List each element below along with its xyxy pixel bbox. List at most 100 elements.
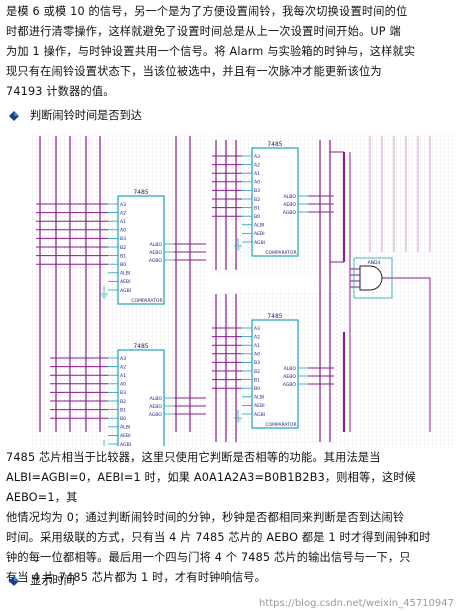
pin-label: B2: [120, 245, 126, 251]
pin-label: AEBO: [149, 404, 162, 410]
pin-label: AGBO: [283, 382, 297, 388]
pin-label: B0: [254, 386, 260, 392]
pin-label: A3: [254, 154, 260, 160]
body-line: 有当 4 片 7485 芯片都为 1 时，才有时钟响信号。: [6, 571, 267, 584]
pin-label: A1: [254, 343, 260, 349]
pin-label: ALBO: [284, 366, 297, 372]
body-line: 他情况均为 0；通过判断闹铃时间的分钟，秒钟是否都相同来判断是否到达闹铃: [6, 511, 405, 524]
intro-line: 为加 1 操作，与时钟设置共用一个信号。将 Alarm 与实验箱的时钟与，这样就…: [6, 45, 416, 58]
pin-label: AEBI: [120, 279, 131, 285]
pin-label: ALBO: [150, 396, 163, 402]
diamond-bullet-icon: [9, 111, 19, 121]
ground-symbol: [234, 238, 242, 251]
chips: 7485COMPARATORA3A2A1A0B3B2B1B0ALBIAEBIAG…: [100, 141, 393, 446]
pin-label: A2: [120, 364, 126, 370]
pin-label: AGBI: [254, 412, 265, 418]
pin-label: ALBI: [120, 425, 130, 431]
chip-name: 7485: [267, 141, 282, 148]
pin-label: AGBI: [120, 288, 131, 294]
pin-label: A2: [254, 334, 260, 340]
pin-label: B3: [254, 360, 260, 366]
chip-name: 7485: [133, 189, 148, 196]
chip-subtitle: COMPARATOR: [265, 422, 296, 428]
pin-label: ALBI: [254, 223, 264, 229]
section-title: 判断闹铃时间是否到达: [30, 109, 142, 122]
comparator-chip: 7485COMPARATORA3A2A1A0B3B2B1B0ALBIAEBIAG…: [100, 189, 174, 305]
gate-label: AND4: [368, 260, 381, 266]
pin-label: AEBO: [283, 202, 296, 208]
pin-label: ALBO: [150, 242, 163, 248]
pin-label: B2: [254, 197, 260, 203]
chip-name: 7485: [267, 313, 282, 320]
pin-label: B3: [120, 236, 126, 242]
pin-label: B0: [254, 214, 260, 220]
gate-body: [359, 265, 383, 291]
pin-label: B1: [120, 407, 126, 413]
watermark: https://blog.csdn.net/weixin_45710947: [258, 598, 454, 609]
pin-label: B0: [120, 262, 126, 268]
chip-body: [117, 349, 165, 446]
pin-label: ALBI: [120, 271, 130, 277]
pin-label: A3: [120, 356, 126, 362]
circuit-schematic: 7485COMPARATORA3A2A1A0B3B2B1B0ALBIAEBIAG…: [32, 135, 453, 446]
intro-line: 现只有在闹铃设置状态下，当该位被选中，并且有一次脉冲才能更新该位为: [6, 65, 382, 78]
and4-gate: AND4: [353, 257, 393, 299]
pin-label: B3: [120, 390, 126, 396]
ground-symbol: [234, 410, 242, 423]
body-line: 钟的每一位都相等。最后用一个四与门将 4 个 7485 芯片的输出信号与一下，只: [6, 551, 411, 564]
body-line: ALBI=AGBI=0，AEBI=1 时，如果 A0A1A2A3=B0B1B2B…: [6, 471, 416, 504]
pin-label: A1: [254, 171, 260, 177]
chip-body: [251, 147, 299, 257]
chip-subtitle: COMPARATOR: [131, 298, 162, 304]
intro-line: 时都进行清零操作，这样就避免了设置时间总是从上一次设置时间开始。UP 端: [6, 25, 401, 38]
pin-label: A0: [254, 180, 260, 186]
pin-label: A1: [120, 219, 126, 225]
pin-label: B1: [254, 377, 260, 383]
pin-label: A0: [254, 352, 260, 358]
pin-label: A2: [254, 162, 260, 168]
intro-line: 是模 6 或模 10 的信号，另一个是为了方便设置闹铃，我每次切换设置时间的位: [6, 5, 408, 18]
pin-label: AGBO: [283, 210, 297, 216]
pin-label: A3: [120, 202, 126, 208]
pin-label: A0: [120, 382, 126, 388]
wires: [36, 136, 431, 442]
comparator-chip: 7485COMPARATORA3A2A1A0B3B2B1B0ALBIAEBIAG…: [103, 343, 174, 446]
gate-frame: [353, 257, 393, 299]
ground-symbol: [100, 286, 108, 299]
section-title: 显示时间: [30, 574, 75, 587]
pin-label: B2: [254, 369, 260, 375]
body-paragraph: 7485 芯片相当于比较器，这里只使用它判断是否相等的功能。其用法是当 ALBI…: [6, 448, 454, 588]
wire: [382, 277, 431, 432]
pin-label: A3: [254, 326, 260, 332]
pin-label: AGBI: [120, 442, 131, 446]
pin-label: AEBI: [254, 403, 265, 409]
pin-label: AEBO: [149, 250, 162, 256]
pin-label: A2: [120, 210, 126, 216]
pin-label: AEBI: [254, 231, 265, 237]
grid-dot-field: [340, 135, 453, 445]
ground-symbol: [103, 440, 105, 446]
pin-label: B0: [120, 416, 126, 422]
section-heading-judge: 判断闹铃时间是否到达: [8, 108, 142, 124]
pin-label: AGBI: [254, 240, 265, 246]
comparator-chip: 7485COMPARATORA3A2A1A0B3B2B1B0ALBIAEBIAG…: [234, 141, 308, 257]
diamond-bullet-icon: [9, 576, 19, 586]
pin-label: B1: [254, 205, 260, 211]
body-line: 时间。采用级联的方式，只有当 4 片 7485 芯片的 AEBO 都是 1 时才…: [6, 531, 431, 544]
intro-paragraph: 是模 6 或模 10 的信号，另一个是为了方便设置闹铃，我每次切换设置时间的位 …: [6, 2, 454, 102]
section-heading-display: 显示时间: [8, 573, 75, 589]
chip-name: 7485: [133, 343, 148, 350]
chip-body: [251, 319, 299, 429]
pin-label: AEBI: [120, 433, 131, 439]
pin-label: AEBO: [283, 374, 296, 380]
chip-subtitle: COMPARATOR: [265, 250, 296, 256]
pin-label: B2: [120, 399, 126, 405]
wire: [330, 151, 344, 263]
pin-label: A1: [120, 373, 126, 379]
intro-line: 74193 计数器的值。: [6, 85, 115, 98]
pin-label: AGBO: [149, 258, 163, 264]
chip-body: [117, 195, 165, 305]
pin-label: ALBI: [254, 395, 264, 401]
pin-label: B1: [120, 253, 126, 259]
